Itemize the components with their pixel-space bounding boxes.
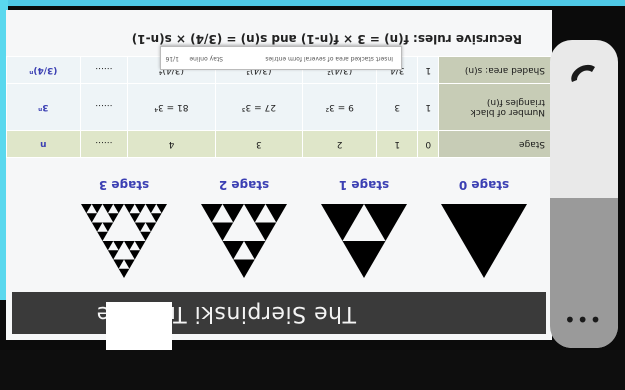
more-button[interactable]: ••• [564, 308, 602, 332]
table-cell: 0 [418, 131, 439, 158]
title-band: The Sierpinski Triangle [12, 292, 546, 334]
call-button[interactable] [560, 52, 608, 100]
table-cell: 1 [418, 57, 439, 84]
stage-label: stage 0 [434, 178, 534, 192]
row-header: Shaded area: s(n) [439, 57, 552, 84]
table-cell: 3 [215, 131, 302, 158]
table-cell: 81 = 3⁴ [128, 84, 215, 131]
sierpinski-stage-1-icon [319, 200, 409, 280]
recursive-rules: Recursive rules: f(n) = 3 × f(n-1) and s… [42, 32, 522, 46]
tooltip-popup[interactable]: Insert stacked area of several form entr… [160, 46, 402, 70]
tooltip-button[interactable]: Stay online [189, 55, 223, 62]
presentation-slide: ✎ ← → The Sierpinski Triangle stage 0 st… [6, 10, 552, 340]
row-header: Stage [439, 131, 552, 158]
table-cell: ...... [80, 131, 128, 158]
stage-3: stage 3 [74, 170, 174, 280]
table-cell: 2 [303, 131, 377, 158]
slide-content-rotated: ✎ ← → The Sierpinski Triangle stage 0 st… [6, 10, 552, 340]
stage-row: stage 0 stage 1 stage 2 stage 3 [24, 170, 534, 280]
stage-label: stage 3 [74, 178, 174, 192]
table-cell: ...... [80, 57, 128, 84]
table-cell: 1 [418, 84, 439, 131]
window-top-edge [0, 0, 625, 6]
stage-0: stage 0 [434, 170, 534, 280]
bottom-bar [0, 350, 625, 390]
table-cell: (3/4)ⁿ [7, 57, 81, 84]
table-cell: ...... [80, 84, 128, 131]
table-cell: 9 = 3² [303, 84, 377, 131]
table-cell: 27 = 3³ [215, 84, 302, 131]
table-cell: 1 [377, 131, 418, 158]
stage-label: stage 1 [314, 178, 414, 192]
stage-2: stage 2 [194, 170, 294, 280]
sierpinski-stage-3-icon [79, 200, 169, 280]
table-cell: n [7, 131, 81, 158]
table-cell: 3 [377, 84, 418, 131]
table-row: Number of black triangles f(n) 1 3 9 = 3… [7, 84, 552, 131]
phone-icon [560, 52, 608, 100]
sierpinski-stage-2-icon [199, 200, 289, 280]
tooltip-extra: 1/16 [166, 55, 179, 62]
sierpinski-stage-0-icon [439, 200, 529, 280]
table-row: Stage 0 1 2 3 4 ...... n [7, 131, 552, 158]
stage-1: stage 1 [314, 170, 414, 280]
side-control-panel: ••• [550, 40, 618, 348]
tooltip-text: Insert stacked area of several form entr… [265, 55, 393, 62]
row-header: Number of black triangles f(n) [439, 84, 552, 131]
table-cell: 4 [128, 131, 215, 158]
stage-label: stage 2 [194, 178, 294, 192]
table-cell: 3ⁿ [7, 84, 81, 131]
sierpinski-table: Stage 0 1 2 3 4 ...... n Number of black… [6, 56, 552, 158]
